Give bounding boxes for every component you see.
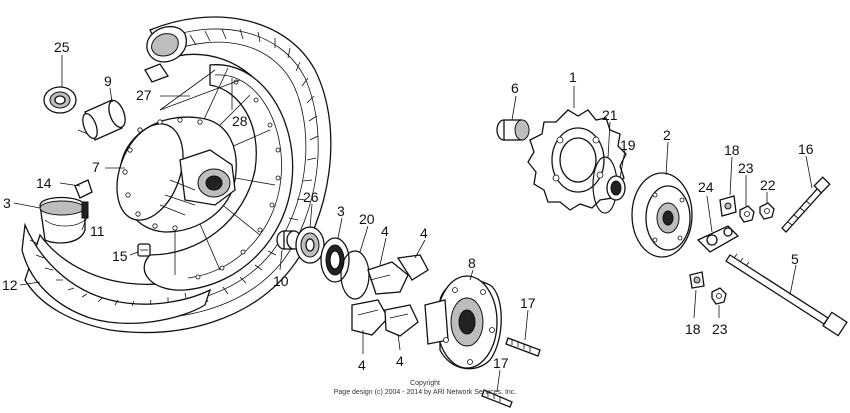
callout-9: 9	[104, 73, 112, 89]
callout-4-bottom-right: 4	[396, 353, 404, 369]
valve-15	[137, 243, 151, 257]
brake-panel-2	[631, 172, 693, 258]
collar-9	[77, 99, 126, 141]
bearing-25	[43, 86, 77, 114]
oil-seal-3	[320, 237, 350, 283]
rear-axle-5	[725, 253, 848, 337]
oil-seal-19	[606, 175, 626, 201]
callout-12: 12	[2, 277, 18, 293]
callout-20: 20	[359, 211, 375, 227]
callout-10: 10	[273, 273, 289, 289]
callout-24: 24	[698, 179, 714, 195]
wheel-rim	[143, 64, 294, 291]
callout-3-left: 3	[3, 195, 11, 211]
callout-3-center: 3	[337, 203, 345, 219]
copyright-label: Copyright	[410, 380, 440, 387]
collar-6	[496, 119, 530, 141]
callout-25: 25	[54, 39, 70, 55]
callout-4-top-left: 4	[381, 223, 389, 239]
rear-wheel-hub	[116, 116, 237, 233]
callout-21: 21	[602, 107, 618, 123]
callout-6: 6	[511, 80, 519, 96]
callout-17-lower: 17	[493, 355, 509, 371]
callout-17-upper: 17	[520, 295, 536, 311]
callout-4-top-right: 4	[420, 225, 428, 241]
adjusting-bolt-16	[781, 176, 831, 233]
callout-7: 7	[92, 159, 100, 175]
inner-tube-section	[39, 179, 93, 244]
callout-23-upper: 23	[738, 160, 754, 176]
dampers-4	[351, 254, 429, 337]
adjuster-plate-18a	[719, 195, 737, 217]
callout-18-upper: 18	[724, 142, 740, 158]
callout-19: 19	[620, 137, 636, 153]
bearing-26	[295, 226, 325, 264]
nut-22	[759, 202, 775, 220]
copyright-notice: Page design (c) 2004 - 2014 by ARI Netwo…	[334, 389, 517, 396]
callout-4-bottom-left: 4	[358, 357, 366, 373]
callout-1: 1	[569, 69, 577, 85]
callout-14: 14	[36, 175, 52, 191]
callout-8: 8	[468, 255, 476, 271]
callout-2: 2	[663, 127, 671, 143]
nut-23b	[711, 287, 727, 305]
callout-26: 26	[303, 189, 319, 205]
callout-18-lower: 18	[685, 321, 701, 337]
copyright-footer: Copyright Page design (c) 2004 - 2014 by…	[334, 380, 517, 396]
driven-flange-8	[424, 275, 502, 370]
callout-23-lower: 23	[712, 321, 728, 337]
callout-11: 11	[90, 223, 105, 239]
callout-22: 22	[760, 177, 776, 193]
chain-adjuster-24	[696, 225, 740, 253]
callout-5: 5	[791, 251, 799, 267]
callout-15: 15	[112, 248, 128, 264]
studs-17	[481, 337, 541, 408]
callout-28: 28	[232, 113, 248, 129]
callout-labels: 25 9 27 28 7 14 3 11 15 12 26 3 20 4 4 1…	[2, 39, 814, 373]
leader-lines	[13, 55, 813, 393]
callout-27: 27	[136, 87, 152, 103]
callout-16: 16	[798, 141, 814, 157]
adjuster-plate-18b	[689, 271, 705, 289]
nut-23a	[739, 205, 755, 223]
